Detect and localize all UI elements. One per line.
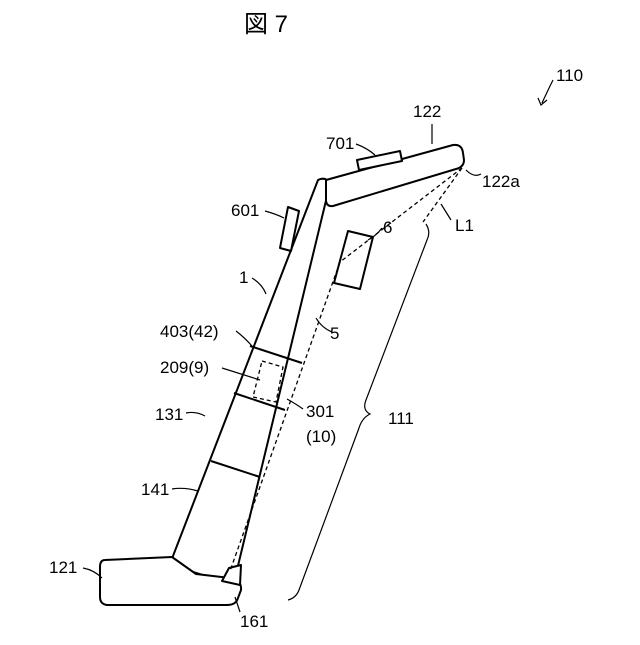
leader-110 (542, 80, 553, 103)
leader-131 (186, 412, 205, 416)
label-111: 111 (388, 409, 414, 428)
figure-title: 図 7 (244, 11, 288, 38)
label-122: 122 (413, 102, 441, 121)
label-131: 131 (155, 405, 183, 424)
label-6: 6 (383, 218, 392, 237)
label-141: 141 (141, 480, 169, 499)
label-L1: L1 (455, 216, 474, 235)
leader-141 (172, 488, 198, 491)
label-209: 209(9) (160, 358, 209, 377)
label-1: 1 (239, 268, 248, 287)
leader-403 (236, 331, 252, 346)
label-161: 161 (240, 612, 268, 631)
label-121: 121 (49, 558, 77, 577)
label-301: 301 (306, 402, 334, 421)
label-122a: 122a (482, 172, 520, 191)
label-601: 601 (231, 201, 259, 220)
label-5: 5 (330, 324, 339, 343)
leader-6 (368, 228, 382, 240)
main-body (173, 179, 330, 581)
leader-122a (466, 170, 481, 175)
label-701: 701 (326, 134, 354, 153)
leader-1 (252, 278, 266, 294)
leader-L1 (441, 204, 451, 220)
label-403: 403(42) (160, 322, 219, 341)
label-10: (10) (306, 427, 336, 446)
leader-601 (265, 211, 284, 218)
label-110: 110 (556, 66, 583, 85)
leader-701 (356, 144, 375, 155)
component-6 (334, 231, 373, 289)
